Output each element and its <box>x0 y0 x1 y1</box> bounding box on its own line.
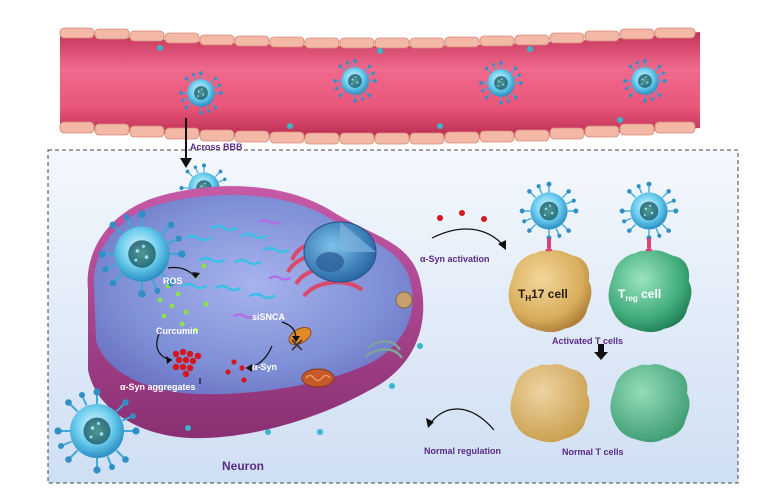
asyn-aggregates-label: α-Syn aggregates <box>120 382 196 392</box>
nucleus-icon <box>303 221 377 283</box>
sisnca-label: siSNCA <box>252 312 286 322</box>
sisnca-strands <box>232 219 292 319</box>
activated-t-cells-label: Activated T cells <box>552 336 623 346</box>
curcumin-dots <box>157 263 209 333</box>
down-arrow-icon <box>594 344 608 360</box>
inhibition-cross <box>291 339 303 351</box>
asyn-activation-label: α-Syn activation <box>420 254 490 264</box>
golgi-icon <box>365 340 404 359</box>
membrane-receptors <box>185 343 423 435</box>
nanoparticle-icon <box>622 58 668 104</box>
treg-label: Treg cell <box>618 287 661 303</box>
alpha-syn-aggregates <box>172 348 202 378</box>
nanoparticle-icon <box>478 60 524 106</box>
nanoparticle-icon <box>618 180 680 242</box>
normal-regulation-label: Normal regulation <box>424 446 501 456</box>
blood-vessel <box>59 27 700 145</box>
neuron-cell <box>87 186 424 439</box>
curcumin-label: Curcumin <box>156 326 198 336</box>
alpha-syn-dots <box>437 210 487 222</box>
nanoparticle-icon <box>53 387 141 475</box>
vessel-receptors <box>157 45 623 129</box>
nanoparticle-icon <box>178 70 224 116</box>
alpha-syn-monomers <box>225 359 247 383</box>
ros-label: ROS <box>163 276 183 286</box>
th17-label: TH17 cell <box>518 287 568 303</box>
lysosome-icon <box>395 291 413 309</box>
th17-cell-normal <box>510 364 590 443</box>
alpha-syn-fibrils <box>180 224 290 300</box>
activation-arrow <box>431 228 506 250</box>
across-bbb-label: Across BBB <box>190 142 243 152</box>
mitochondrion-icon <box>301 368 335 388</box>
endothelium-top <box>59 27 696 49</box>
nanoparticle-icon <box>332 58 378 104</box>
normal-t-cells-label: Normal T cells <box>562 447 624 457</box>
endothelium-bottom <box>59 121 696 145</box>
asyn-label: α-Syn <box>252 362 277 372</box>
treg-cell-normal <box>610 364 690 443</box>
nanoparticle-icon <box>518 180 580 242</box>
regulation-arrow <box>426 408 495 431</box>
across-bbb-arrow <box>180 118 192 168</box>
neuron-label: Neuron <box>222 459 264 473</box>
